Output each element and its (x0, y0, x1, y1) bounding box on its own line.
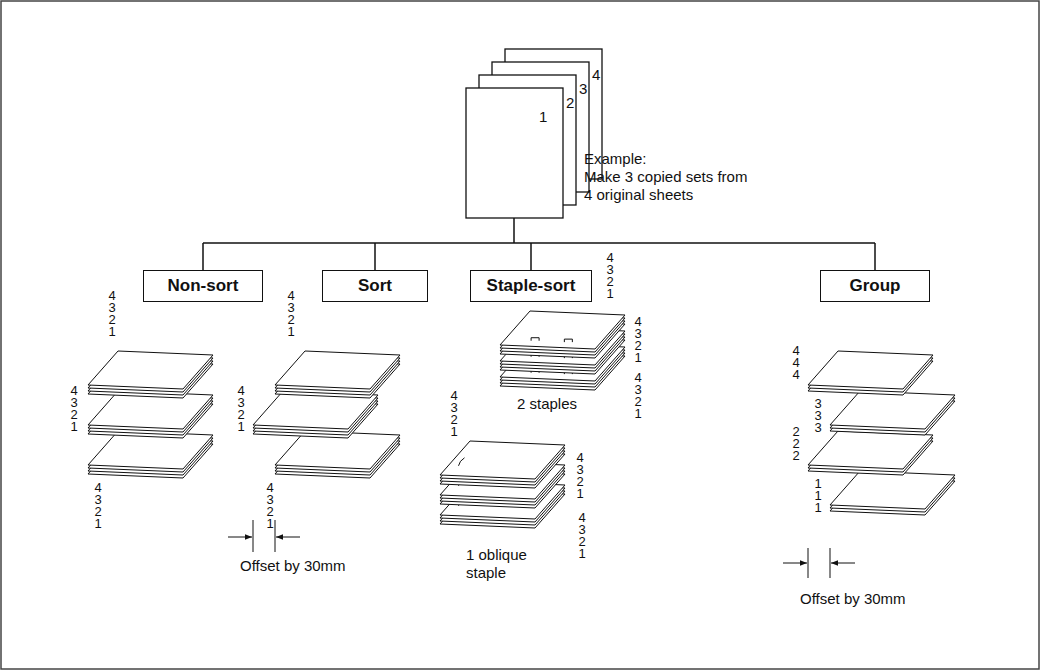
note-text: Offset by 30mm (800, 590, 906, 608)
sort-mode-box: Group (820, 270, 930, 302)
sort-mode-box: Staple-sort (470, 270, 592, 302)
original-sheet (466, 88, 563, 218)
paper-sheet (808, 431, 933, 469)
paper-sheet (830, 391, 955, 429)
note-text: Example: (584, 150, 647, 168)
paper-sheet (275, 351, 400, 389)
tree-lines (203, 218, 875, 270)
staple-mark (564, 339, 572, 342)
page-order: 4 3 2 1 (70, 385, 78, 433)
page-number: 2 (566, 95, 574, 111)
offset-marker (783, 548, 855, 578)
mode-name: Group (850, 276, 901, 296)
page-order: 4 3 2 1 (634, 316, 642, 364)
page-number: 4 (592, 67, 600, 83)
staple-mark (531, 338, 539, 341)
page-order: 4 4 4 (792, 345, 800, 381)
page-order: 4 3 2 1 (237, 385, 245, 433)
page-order: 4 3 2 1 (266, 482, 274, 530)
paper-sheet (440, 441, 565, 479)
note-text: 1 oblique staple (466, 546, 546, 582)
mode-name: Sort (358, 276, 392, 296)
page-number: 1 (539, 109, 547, 125)
page-order: 4 3 2 1 (578, 512, 586, 560)
paper-sheet (830, 471, 955, 509)
original-sheets (466, 49, 602, 218)
offset-marker (228, 520, 300, 552)
paper-sheet (808, 351, 933, 389)
note-text: 2 staples (517, 395, 577, 413)
note-text: Make 3 copied sets from 4 original sheet… (584, 168, 756, 204)
page-order: 1 1 1 (814, 478, 822, 514)
page-order: 4 3 2 1 (606, 252, 614, 300)
page-order: 4 3 2 1 (576, 452, 584, 500)
paper-stacks (88, 311, 955, 528)
page-order: 2 2 2 (792, 426, 800, 462)
page-order: 4 3 2 1 (94, 482, 102, 530)
mode-name: Non-sort (168, 276, 239, 296)
paper-sheet (88, 351, 213, 389)
mode-name: Staple-sort (487, 276, 576, 296)
page-order: 4 3 2 1 (287, 290, 295, 338)
page-order: 4 3 2 1 (634, 372, 642, 420)
note-text: Offset by 30mm (240, 557, 346, 575)
staple-mark (459, 458, 465, 466)
page-number: 3 (579, 81, 587, 97)
page-order: 4 3 2 1 (450, 390, 458, 438)
page-order: 3 3 3 (814, 398, 822, 434)
paper-sheet (500, 311, 625, 349)
page-order: 4 3 2 1 (108, 290, 116, 338)
sort-mode-box: Non-sort (143, 270, 263, 302)
sort-mode-box: Sort (322, 270, 428, 302)
